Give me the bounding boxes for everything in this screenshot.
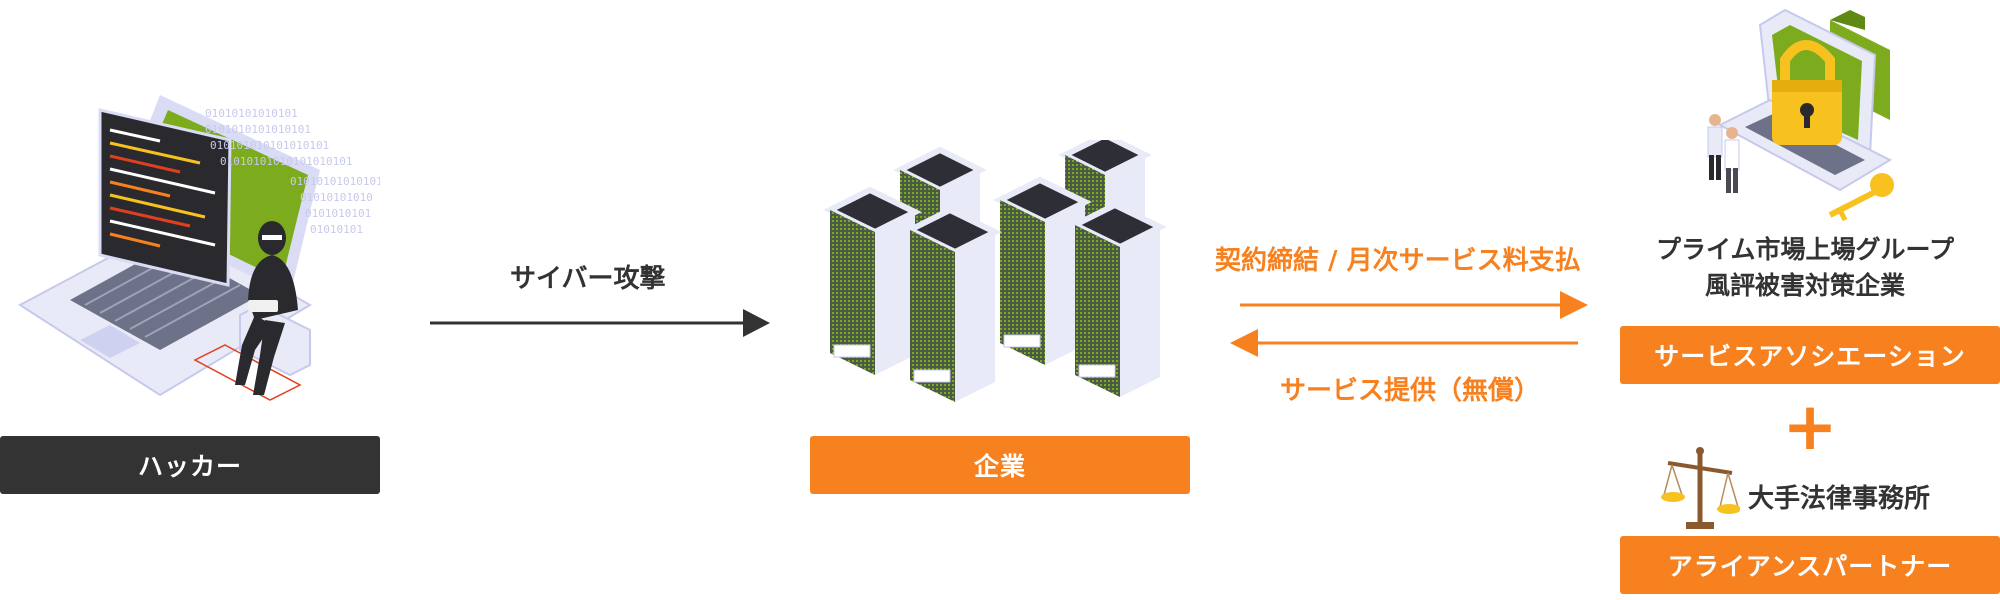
security-laptop-illustration <box>1707 8 1894 222</box>
server-mid-left <box>823 186 922 375</box>
server-front-right <box>1068 201 1167 397</box>
hacker-label: ハッカー <box>0 436 380 494</box>
plus-icon: + <box>1782 388 1838 465</box>
server-cluster-illustration <box>823 140 1167 402</box>
people-icon <box>1707 114 1740 193</box>
key-icon <box>1828 173 1894 222</box>
binary-line: 01010101010 <box>300 191 373 204</box>
binary-line: 01010101010101010101 <box>220 155 352 168</box>
attack-label: サイバー攻撃 <box>510 264 666 294</box>
attack-arrow <box>430 309 770 337</box>
service-arrow <box>1230 329 1578 357</box>
hacker-figure <box>235 221 298 395</box>
lock-icon <box>1772 40 1842 145</box>
binary-line: 01010101010101 <box>205 107 298 120</box>
hacker-illustration: 01010101010101 0101010101010101 01010101… <box>18 95 380 401</box>
server-front-left <box>903 206 1002 402</box>
laptop-touchpad <box>80 325 140 358</box>
scales-of-justice-icon <box>1661 447 1740 529</box>
law-firm-label: 大手法律事務所 <box>1748 484 1931 514</box>
payment-arrow <box>1240 291 1588 319</box>
provider-title: プライム市場上場グループ 風評被害対策企業 <box>1610 232 2000 304</box>
provider-title-line1: プライム市場上場グループ <box>1655 235 1954 264</box>
service-association-label: サービスアソシエーション <box>1620 326 2000 384</box>
service-provision-label: サービス提供（無償） <box>1280 376 1541 406</box>
alliance-partner-label: アライアンスパートナー <box>1620 536 2000 594</box>
binary-stream: 01010101010101 0101010101010101 01010101… <box>205 107 380 236</box>
binary-line: 0101010101010101 <box>290 175 380 188</box>
provider-title-line2: 風評被害対策企業 <box>1704 271 1905 300</box>
binary-line: 01010101 <box>310 223 363 236</box>
binary-line: 0101010101 <box>305 207 371 220</box>
server-mid-center <box>993 176 1092 365</box>
contract-label: 契約締結 / 月次サービス料支払 <box>1215 246 1581 276</box>
company-label: 企業 <box>810 436 1190 494</box>
binary-line: 0101010101010101 <box>205 123 311 136</box>
binary-line: 010101010101010101 <box>210 139 329 152</box>
